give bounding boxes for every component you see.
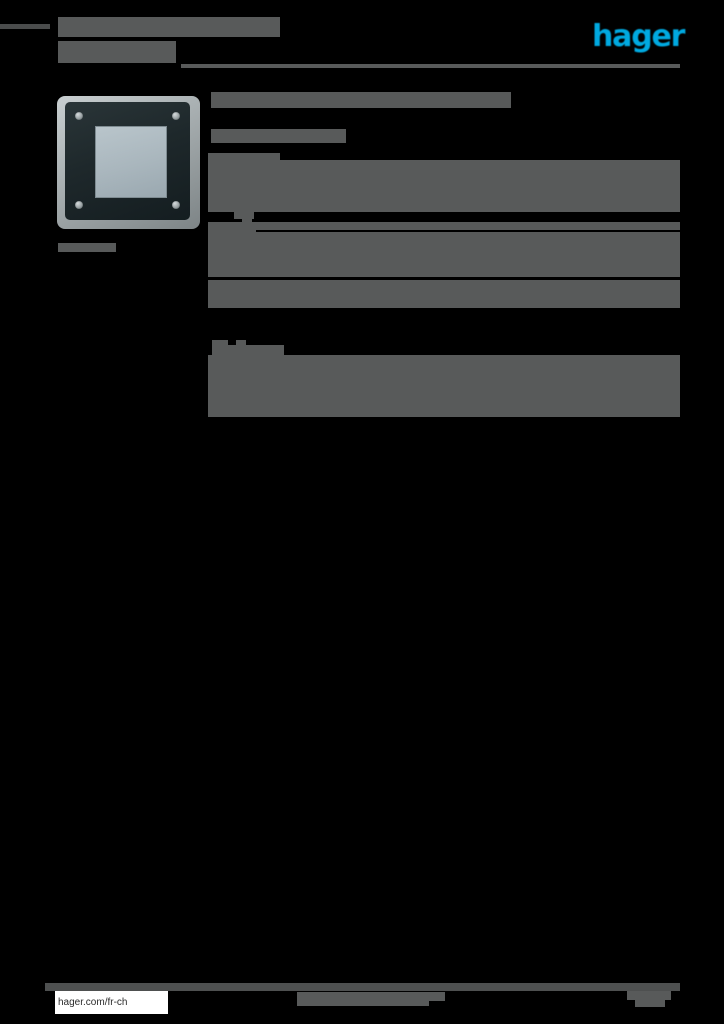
page-footer: hager.com/fr-ch (0, 123, 724, 1014)
table-row-gap (0, 53, 472, 56)
heading-notch (0, 37, 12, 41)
footer-center-text (297, 999, 429, 1006)
screw-icon (75, 201, 83, 209)
product-bezel (57, 96, 200, 229)
section-2-heading (236, 340, 246, 346)
footer-notch (0, 138, 6, 143)
table-row (208, 153, 280, 160)
table-row (242, 215, 252, 224)
spec-table-6 (0, 117, 724, 417)
section-2-heading (212, 340, 228, 346)
header-title-line-2 (58, 41, 176, 63)
table-row-gap (0, 93, 10, 97)
product-image (57, 96, 200, 229)
product-frame (65, 102, 190, 220)
table-row (208, 160, 680, 212)
header-title-notch (0, 0, 22, 6)
section-1 (0, 29, 724, 308)
heading-notch (0, 41, 30, 45)
table-row (208, 399, 680, 417)
table-row-gap (0, 101, 414, 112)
footer-url-link[interactable]: hager.com/fr-ch (55, 991, 168, 1014)
spec-table-4 (0, 84, 724, 383)
footer-notch (0, 128, 12, 133)
footer-notch (0, 123, 8, 128)
table-row-gap (0, 112, 10, 117)
table-row-gap (0, 79, 10, 84)
table-row (208, 383, 680, 399)
footer-url-text: hager.com/fr-ch (58, 997, 128, 1008)
page-header: hager (0, 0, 724, 68)
table-row-gap (0, 74, 10, 79)
section-2 (0, 84, 724, 417)
screw-icon (172, 112, 180, 120)
table-row (208, 232, 680, 277)
table-row-gap (0, 45, 360, 53)
product-image-caption-shadow (0, 24, 50, 29)
table-header-row (208, 222, 680, 230)
heading-notch (0, 33, 14, 37)
header-title-notch (0, 12, 38, 18)
section-1-subheading (211, 129, 346, 143)
screw-icon (75, 112, 83, 120)
table-row-gap (0, 117, 10, 123)
table-row-gap (0, 97, 10, 101)
table-row-gap (0, 56, 374, 63)
header-title-notch (0, 6, 32, 12)
footer-notch (0, 143, 10, 148)
product-screen-panel (95, 126, 167, 198)
heading-notch (0, 29, 18, 33)
section-2-heading (212, 345, 284, 355)
spec-table-2 (0, 56, 724, 277)
table-header-label (208, 222, 256, 232)
section-1-heading (211, 92, 511, 108)
header-title-notch (0, 18, 10, 24)
footer-page-number (635, 999, 665, 1007)
screw-icon (172, 201, 180, 209)
table-row-gap (0, 89, 10, 93)
content-column (0, 29, 724, 417)
footer-page-number (627, 991, 671, 1000)
table-row (208, 355, 680, 383)
header-divider-rule (181, 64, 680, 68)
header-title-line-1 (58, 17, 280, 37)
footer-notch (0, 133, 10, 138)
table-row-gap (0, 69, 10, 74)
footer-divider-rule (45, 983, 680, 991)
footer-center-text (297, 992, 445, 1001)
product-image-caption (58, 243, 116, 252)
spec-table-1 (0, 45, 724, 224)
hager-logo: hager (592, 19, 685, 54)
table-row-gap (0, 84, 262, 89)
spec-table-5 (0, 101, 724, 399)
table-row (208, 280, 680, 308)
